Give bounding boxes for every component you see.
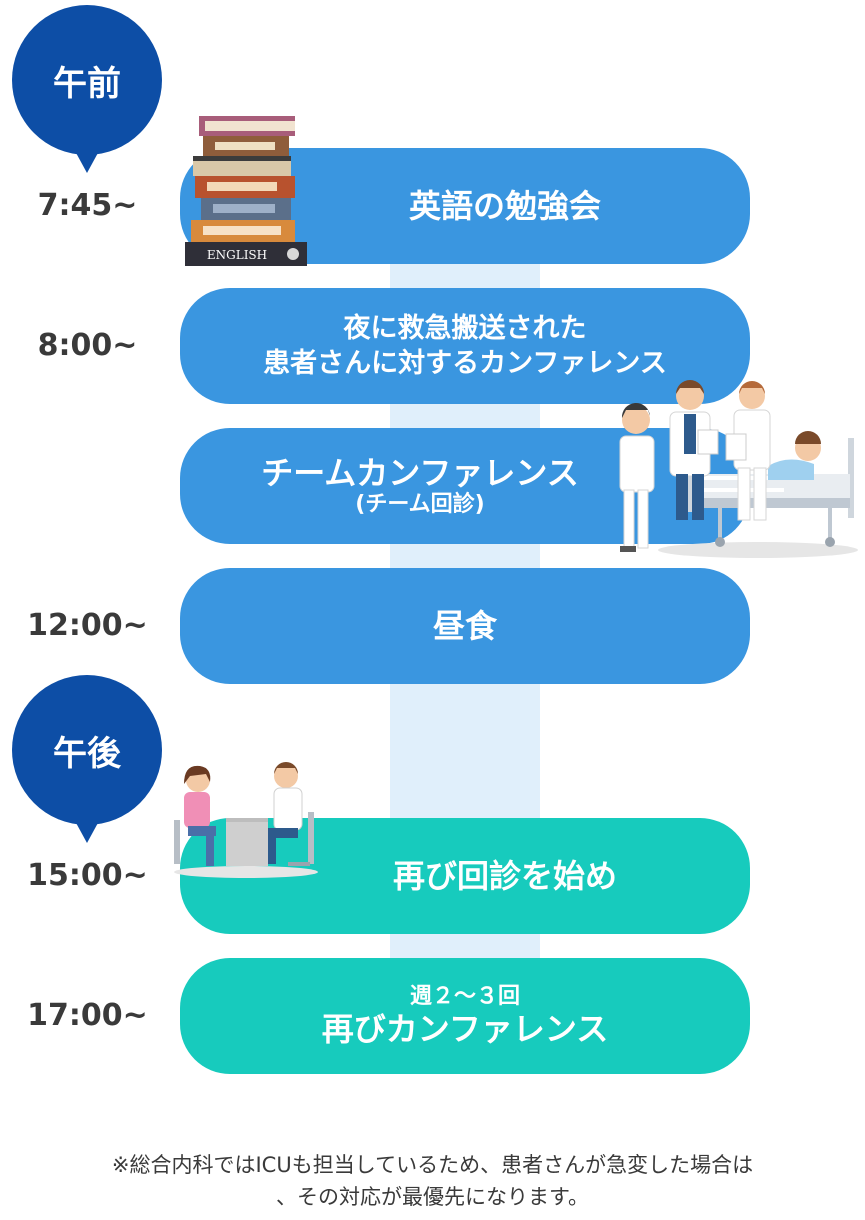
doctors-round-illustration: [619, 380, 858, 558]
books-label: ENGLISH: [207, 248, 267, 262]
event-title: 再び回診を始め: [392, 856, 617, 895]
event-title: 英語の勉強会: [408, 186, 601, 225]
event-title-line1: チームカンファレンス: [261, 453, 579, 492]
event-team-conference: チームカンファレンス (チーム回診): [180, 428, 750, 544]
pm-period-label: 午後: [53, 733, 121, 774]
event-title-line2: 患者さんに対するカンファレンス: [263, 348, 667, 379]
event-title-line1: 夜に救急搬送された: [343, 312, 587, 344]
footnote: ※総合内科ではICUも担当しているため、患者さんが急変した場合は 、その対応が最…: [0, 1150, 865, 1213]
footnote-line2: 、その対応が最優先になります。: [276, 1184, 589, 1209]
event-title: 昼食: [432, 606, 497, 645]
time-label-1500: 15:00~: [27, 858, 148, 893]
event-conference-again: 週２～３回 再びカンファレンス: [180, 958, 750, 1074]
time-label-1700: 17:00~: [27, 998, 148, 1033]
am-period-label: 午前: [53, 63, 121, 104]
event-title-line2: 再びカンファレンス: [321, 1010, 609, 1048]
time-label-1200: 12:00~: [27, 608, 148, 643]
books-illustration: ENGLISH: [185, 116, 307, 266]
time-label-0800: 8:00~: [37, 328, 138, 363]
am-period-badge: 午前: [12, 5, 162, 173]
event-title-line1: 週２～３回: [409, 983, 520, 1009]
pm-period-badge: 午後: [12, 675, 162, 843]
event-title-line2: (チーム回診): [355, 492, 485, 517]
event-emergency-conference: 夜に救急搬送された 患者さんに対するカンファレンス: [180, 288, 750, 404]
consultation-illustration: [174, 762, 318, 878]
footnote-line1: ※総合内科ではICUも担当しているため、患者さんが急変した場合は: [111, 1153, 754, 1177]
event-lunch: 昼食: [180, 568, 750, 684]
time-label-0745: 7:45~: [37, 188, 138, 223]
